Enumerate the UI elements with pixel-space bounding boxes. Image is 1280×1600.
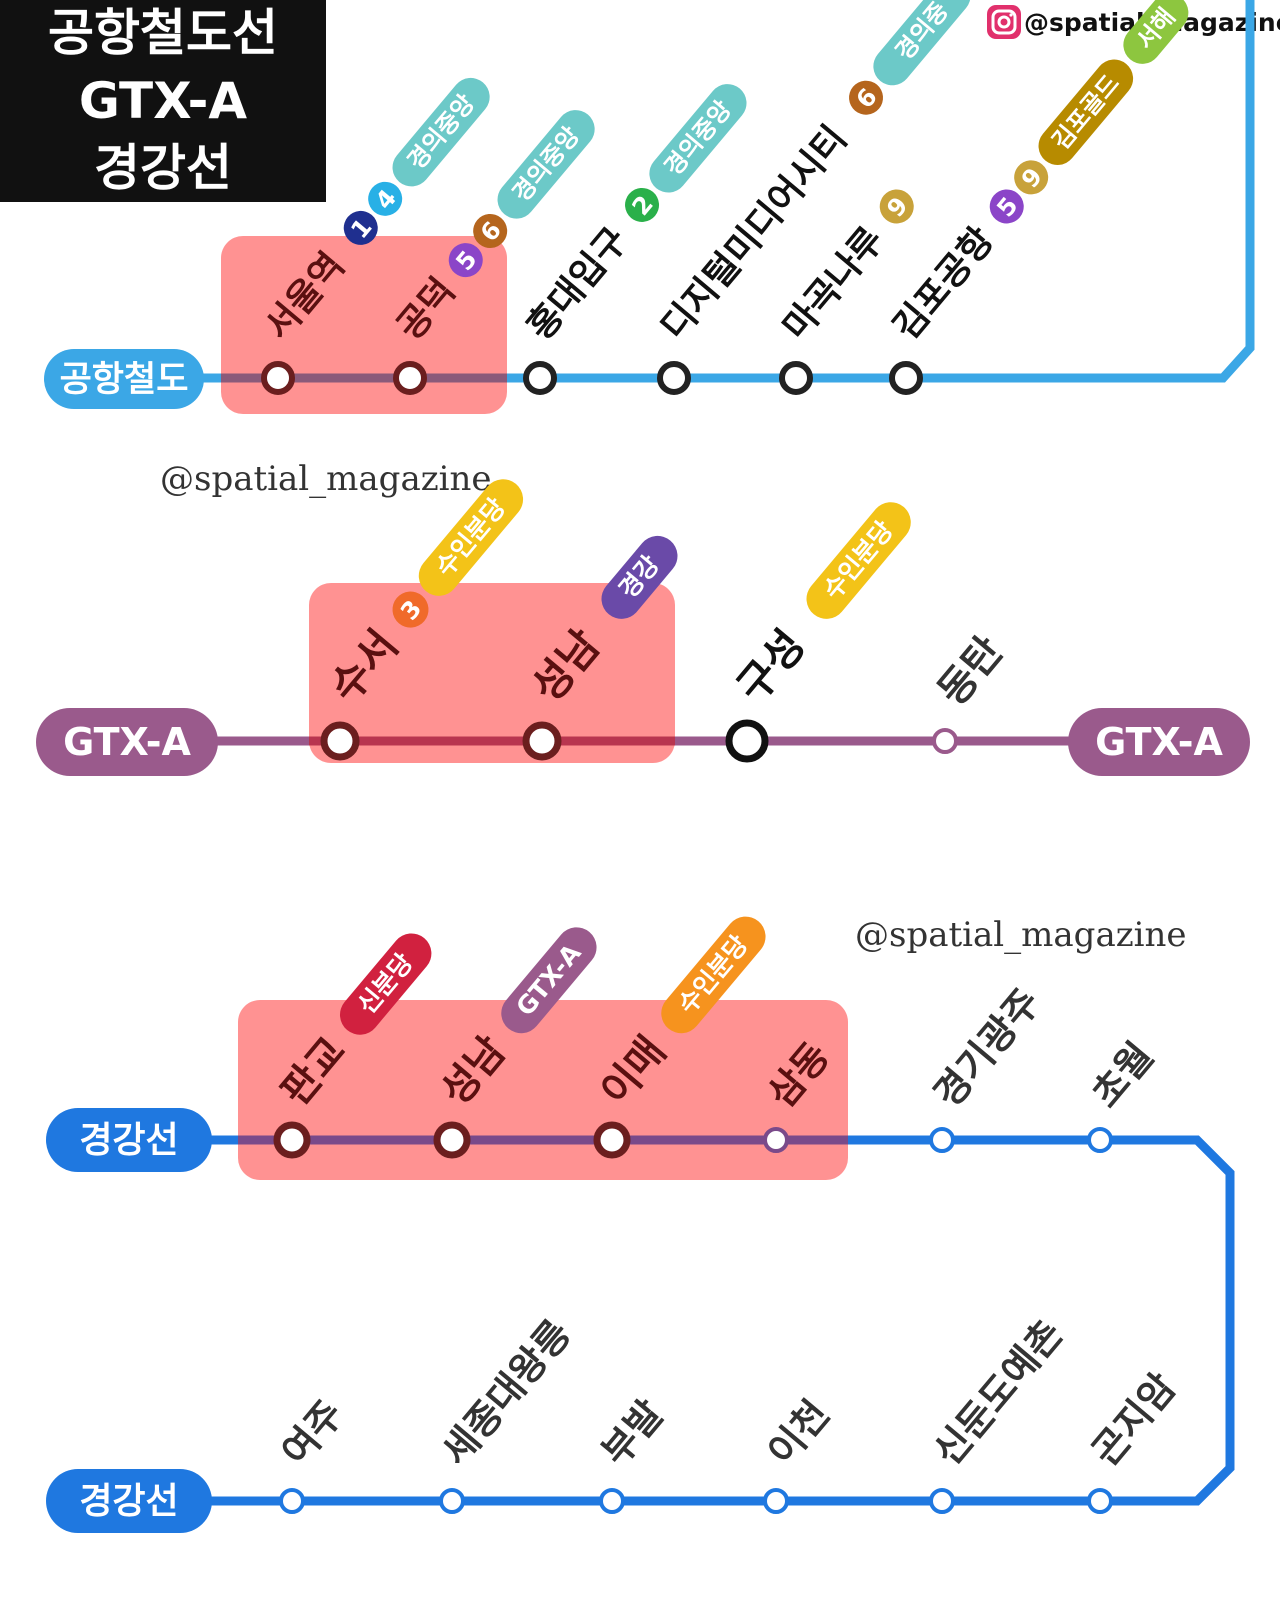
gyeonggang-line: 경강선 경강선 판교 신분당 성남 GTX-A xyxy=(46,916,1235,1533)
watermark: @spatial_magazine xyxy=(160,459,492,499)
transfer-badge xyxy=(625,187,660,222)
station-sejong-daewangneung[interactable]: 세종대왕릉 xyxy=(433,1312,579,1514)
station-marker[interactable] xyxy=(522,721,562,761)
transfer-badge xyxy=(418,479,524,596)
station-marker[interactable] xyxy=(439,1488,465,1514)
gtx-highlight-area xyxy=(309,583,675,763)
title-line-gyeonggang: 경강선 xyxy=(94,139,232,197)
station-marker[interactable] xyxy=(523,361,557,395)
station-guseong[interactable]: 구성 수인분당 xyxy=(725,491,923,763)
station-yeoju[interactable]: 여주 xyxy=(273,1392,352,1514)
gtx-line-pill-right xyxy=(1068,708,1250,776)
station-hongik[interactable]: 홍대입구 2 경의중앙 xyxy=(519,76,756,395)
transfer-badge xyxy=(806,502,911,619)
gyeonggang-line-pill-bottom xyxy=(46,1469,212,1533)
transfer-badge xyxy=(879,189,914,224)
transfer-badge xyxy=(392,77,490,187)
arex-track xyxy=(195,0,1255,383)
station-label: 마곡나루 xyxy=(775,220,892,348)
transfer-badge xyxy=(873,0,971,86)
gtx-a-line: GTX-A GTX-A 수서 3 수인분당 성남 경강 xyxy=(36,479,1250,776)
station-marker[interactable] xyxy=(657,361,691,395)
gyeonggang-line-name-bottom: 경강선 xyxy=(79,1481,178,1522)
station-marker[interactable] xyxy=(889,361,923,395)
transfer-badge xyxy=(448,243,483,278)
transfer-badge xyxy=(392,591,429,628)
arex-line-name: 공항철도 xyxy=(60,360,189,400)
station-label: 곤지암 xyxy=(1083,1365,1184,1474)
station-label: 홍대입구 xyxy=(519,220,636,348)
station-label: 동탄 xyxy=(929,628,1012,714)
transfer-badge xyxy=(1123,0,1189,64)
station-marker[interactable] xyxy=(599,1488,625,1514)
station-marker[interactable] xyxy=(929,1127,955,1153)
gyeonggang-line-pill-top xyxy=(46,1108,212,1172)
station-marker[interactable] xyxy=(279,1488,305,1514)
gtx-line-name-left: GTX-A xyxy=(63,720,191,764)
transfer-badge xyxy=(473,213,508,248)
station-marker[interactable] xyxy=(929,1488,955,1514)
station-label: 김포공항 xyxy=(885,220,1002,348)
station-marker[interactable] xyxy=(1087,1127,1113,1153)
transfer-badge xyxy=(661,916,766,1034)
transfer-badge xyxy=(989,189,1024,224)
station-label: 부발 xyxy=(593,1392,672,1474)
transfer-badge xyxy=(497,110,595,219)
station-label: 초월 xyxy=(1083,1034,1162,1116)
station-marker[interactable] xyxy=(725,719,769,763)
station-marker[interactable] xyxy=(763,1127,789,1153)
transfer-badge xyxy=(601,535,678,619)
station-label: 세종대왕릉 xyxy=(433,1312,579,1474)
station-marker[interactable] xyxy=(433,1121,471,1159)
transfer-badge xyxy=(501,927,597,1034)
watermark: @spatial_magazine xyxy=(855,915,1187,955)
gtx-line-pill-left xyxy=(36,708,218,776)
station-gyeonggi-gwangju[interactable]: 경기광주 xyxy=(925,980,1049,1153)
gyeonggang-line-name-top: 경강선 xyxy=(79,1120,178,1161)
arex-line-pill xyxy=(44,349,204,409)
svg-text:경의중앙: 경의중앙 xyxy=(659,95,737,181)
title-box: 공항철도선 GTX-A 경강선 xyxy=(0,0,326,202)
svg-text:경의중앙: 경의중앙 xyxy=(402,89,480,175)
station-marker[interactable] xyxy=(261,361,295,395)
transfer-badge xyxy=(1038,59,1134,165)
station-bubal[interactable]: 부발 xyxy=(593,1392,672,1514)
svg-text:경의중앙: 경의중앙 xyxy=(507,122,585,208)
title-line-gtx: GTX-A xyxy=(79,72,247,130)
station-label: 신둔도예촌 xyxy=(925,1312,1071,1474)
transfer-badge xyxy=(1014,160,1049,195)
station-sindun-doyechon[interactable]: 신둔도예촌 xyxy=(925,1312,1071,1514)
gyeonggang-track xyxy=(200,1135,1235,1506)
transfer-badge xyxy=(368,181,403,216)
transfer-badge xyxy=(849,80,884,115)
instagram-icon xyxy=(987,5,1021,39)
station-dongtan[interactable]: 동탄 xyxy=(929,628,1012,754)
station-marker[interactable] xyxy=(1087,1488,1113,1514)
svg-text:김포골드: 김포골드 xyxy=(1047,69,1125,155)
station-marker[interactable] xyxy=(273,1121,311,1159)
station-marker[interactable] xyxy=(593,1121,631,1159)
station-marker[interactable] xyxy=(932,728,958,754)
station-marker[interactable] xyxy=(320,721,360,761)
title-box-background xyxy=(0,0,326,202)
transfer-badge xyxy=(343,210,378,245)
station-label: 여주 xyxy=(273,1392,352,1474)
gtx-line-name-right: GTX-A xyxy=(1095,720,1223,764)
gyeonggang-highlight-area xyxy=(238,1000,848,1180)
transfer-badge xyxy=(339,933,432,1035)
station-marker[interactable] xyxy=(779,361,813,395)
title-line-arex: 공항철도선 xyxy=(48,4,278,62)
station-label: 경기광주 xyxy=(925,980,1049,1115)
station-marker[interactable] xyxy=(763,1488,789,1514)
station-gimpo-airport[interactable]: 김포공항 5 9 김포골드 서해 xyxy=(885,0,1198,395)
station-marker[interactable] xyxy=(393,361,427,395)
station-chowol[interactable]: 초월 xyxy=(1083,1034,1162,1153)
station-icheon[interactable]: 이천 xyxy=(759,1392,838,1514)
transfer-badge xyxy=(649,84,747,193)
station-gonjiam[interactable]: 곤지암 xyxy=(1083,1365,1184,1514)
station-label: 이천 xyxy=(759,1392,838,1474)
station-label: 구성 xyxy=(727,621,814,712)
